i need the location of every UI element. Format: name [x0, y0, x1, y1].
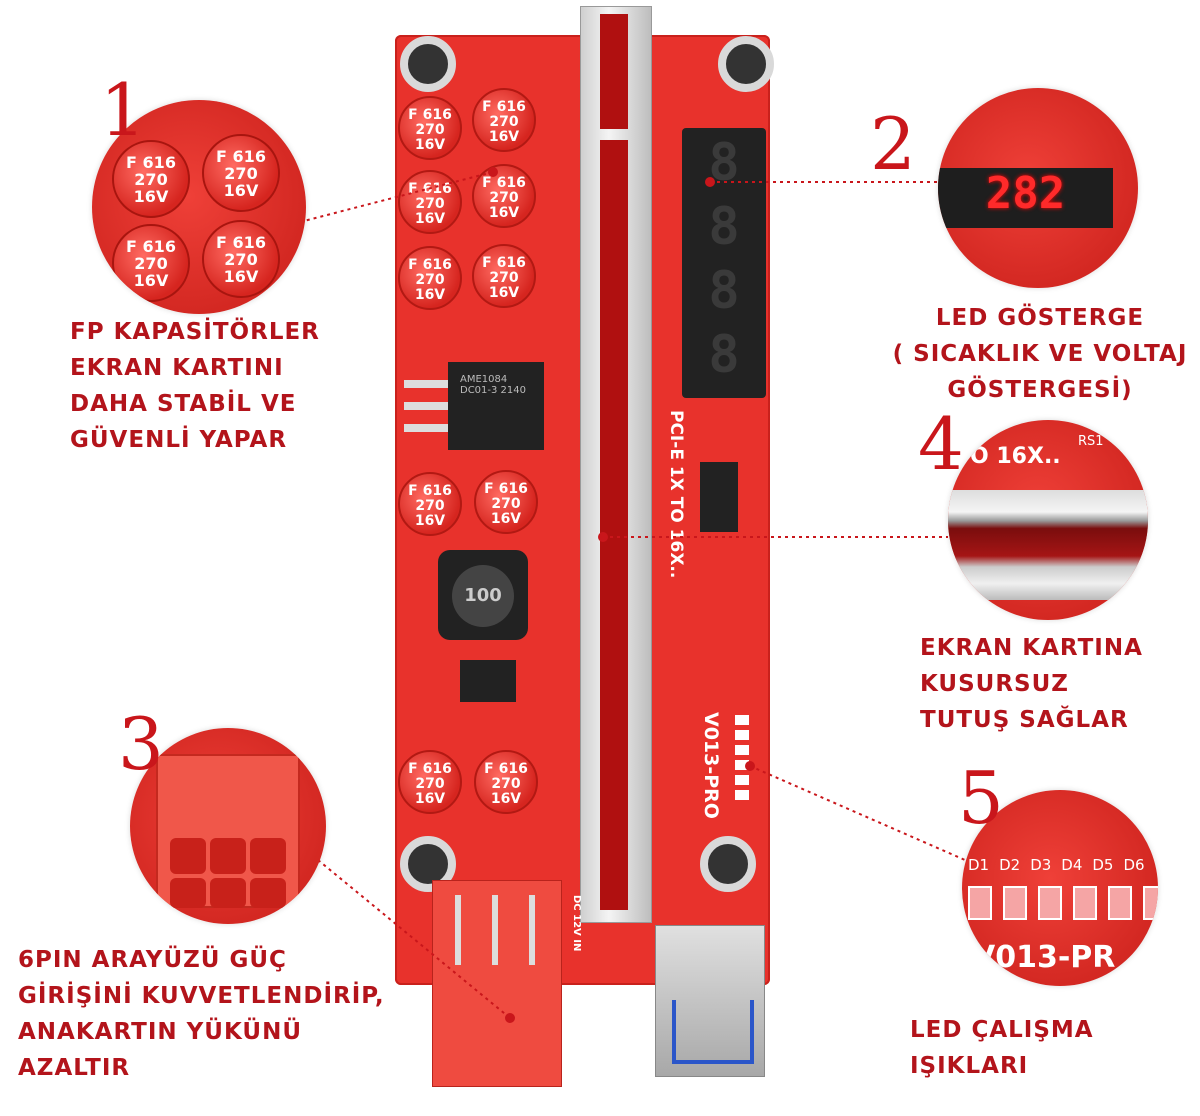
inductor-label: 100 [452, 565, 514, 627]
led-display [682, 128, 766, 398]
mount-hole [718, 36, 774, 92]
mount-hole [400, 836, 456, 892]
led-label: D5 [1092, 856, 1114, 874]
regulator-pin [404, 380, 448, 388]
zoom-circle-slot: O 16X.. RS1 [948, 420, 1148, 620]
status-leds [735, 715, 749, 805]
leader-dot [505, 1013, 515, 1023]
callout-number-5: 5 [958, 756, 1004, 840]
slot-opening [600, 140, 628, 910]
pin-socket [170, 878, 206, 908]
pin-socket [250, 878, 286, 908]
callout-number-1: 1 [100, 68, 146, 152]
slot-opening [600, 14, 628, 129]
led [1038, 886, 1062, 920]
led [968, 886, 992, 920]
zoom-rs1-label: RS1 [1078, 434, 1104, 449]
usb-tongue [672, 1000, 754, 1064]
zoom-leds [968, 886, 1158, 920]
voltage-regulator: AME1084 DC01-3 2140 [448, 362, 544, 450]
leader-line-1 [299, 171, 494, 223]
callout-number-3: 3 [118, 702, 164, 786]
led-label: D3 [1030, 856, 1052, 874]
zoom-led-labels: D1 D2 D3 D4 D5 D6 [968, 856, 1158, 874]
pin-socket [210, 838, 246, 874]
leader-line-5 [749, 765, 966, 861]
ic-chip [700, 462, 738, 532]
callout-number-4: 4 [918, 402, 964, 486]
display-reading: 282 [985, 168, 1066, 219]
regulator-pin [404, 424, 448, 432]
led [1108, 886, 1132, 920]
pin-socket [210, 878, 246, 908]
connector-pin [529, 895, 535, 965]
regulator-pin [404, 402, 448, 410]
led [1003, 886, 1027, 920]
pin-socket [170, 838, 206, 874]
zoom-circle-6pin [130, 728, 326, 924]
led-label: D4 [1061, 856, 1083, 874]
leader-dot [488, 167, 498, 177]
connector-pin [455, 895, 461, 965]
callout-number-2: 2 [870, 102, 916, 186]
led-label: D2 [999, 856, 1021, 874]
led-label: D1 [968, 856, 990, 874]
mount-hole [700, 836, 756, 892]
led-label: D6 [1123, 856, 1145, 874]
connector-pin [492, 895, 498, 965]
leader-dot [705, 177, 715, 187]
zoom-slot-metal [948, 490, 1148, 600]
display-digit: 8 [708, 325, 740, 385]
led [1143, 886, 1158, 920]
zoom-display: 282 [938, 168, 1113, 228]
ic-chip [460, 660, 516, 702]
pin-socket [250, 838, 286, 874]
mount-hole [400, 36, 456, 92]
display-digit: 8 [708, 261, 740, 321]
leader-dot [598, 532, 608, 542]
leader-dot [745, 761, 755, 771]
led [1073, 886, 1097, 920]
zoom-circle-display: 282 [938, 88, 1138, 288]
zoom-slot-text: O 16X.. [970, 444, 1061, 469]
zoom-model-text: V013-PR [972, 940, 1116, 975]
display-digit: 8 [708, 197, 740, 257]
zoom-circle-leds: D1 D2 D3 D4 D5 D6 V013-PR [962, 790, 1158, 986]
